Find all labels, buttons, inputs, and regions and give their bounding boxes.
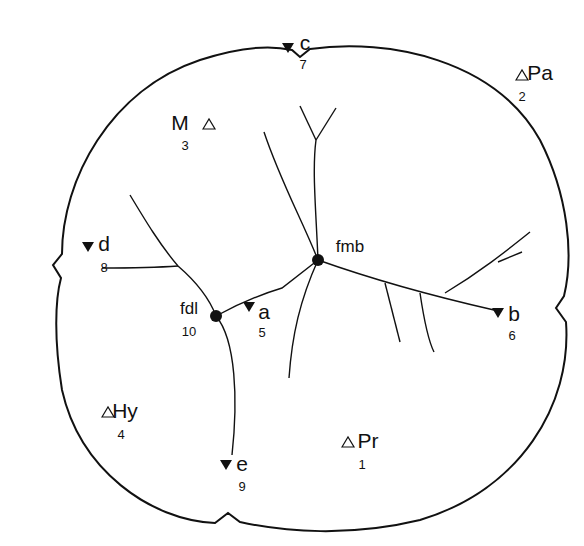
callout-number: 7 [299,58,306,71]
callout-number: 3 [181,139,188,152]
filled-markers [82,43,504,470]
point-letter: d [98,233,110,254]
point-letter: a [258,301,270,322]
callout-number: 6 [508,329,515,342]
crown-outline [53,46,569,531]
point-letter: b [508,303,520,324]
fossa-dots [210,254,324,322]
callout-number: 10 [182,325,196,338]
cusp-name: M [171,112,189,133]
open-cusp-markers [102,70,528,447]
callout-number: 9 [238,480,245,493]
fossa-name: fmb [336,238,364,255]
callout-number: 8 [100,261,107,274]
callout-number: 5 [258,326,265,339]
callout-number: 4 [117,428,124,441]
point-letter: e [236,453,248,474]
fossa-name: fdl [180,300,198,317]
callout-number: 1 [358,458,365,471]
cusp-name: Pa [527,62,553,83]
callout-number: 2 [518,90,525,103]
cusp-name: Hy [112,400,138,421]
fissures [102,106,530,455]
point-letter: c [300,32,311,53]
cusp-name: Pr [358,430,379,451]
